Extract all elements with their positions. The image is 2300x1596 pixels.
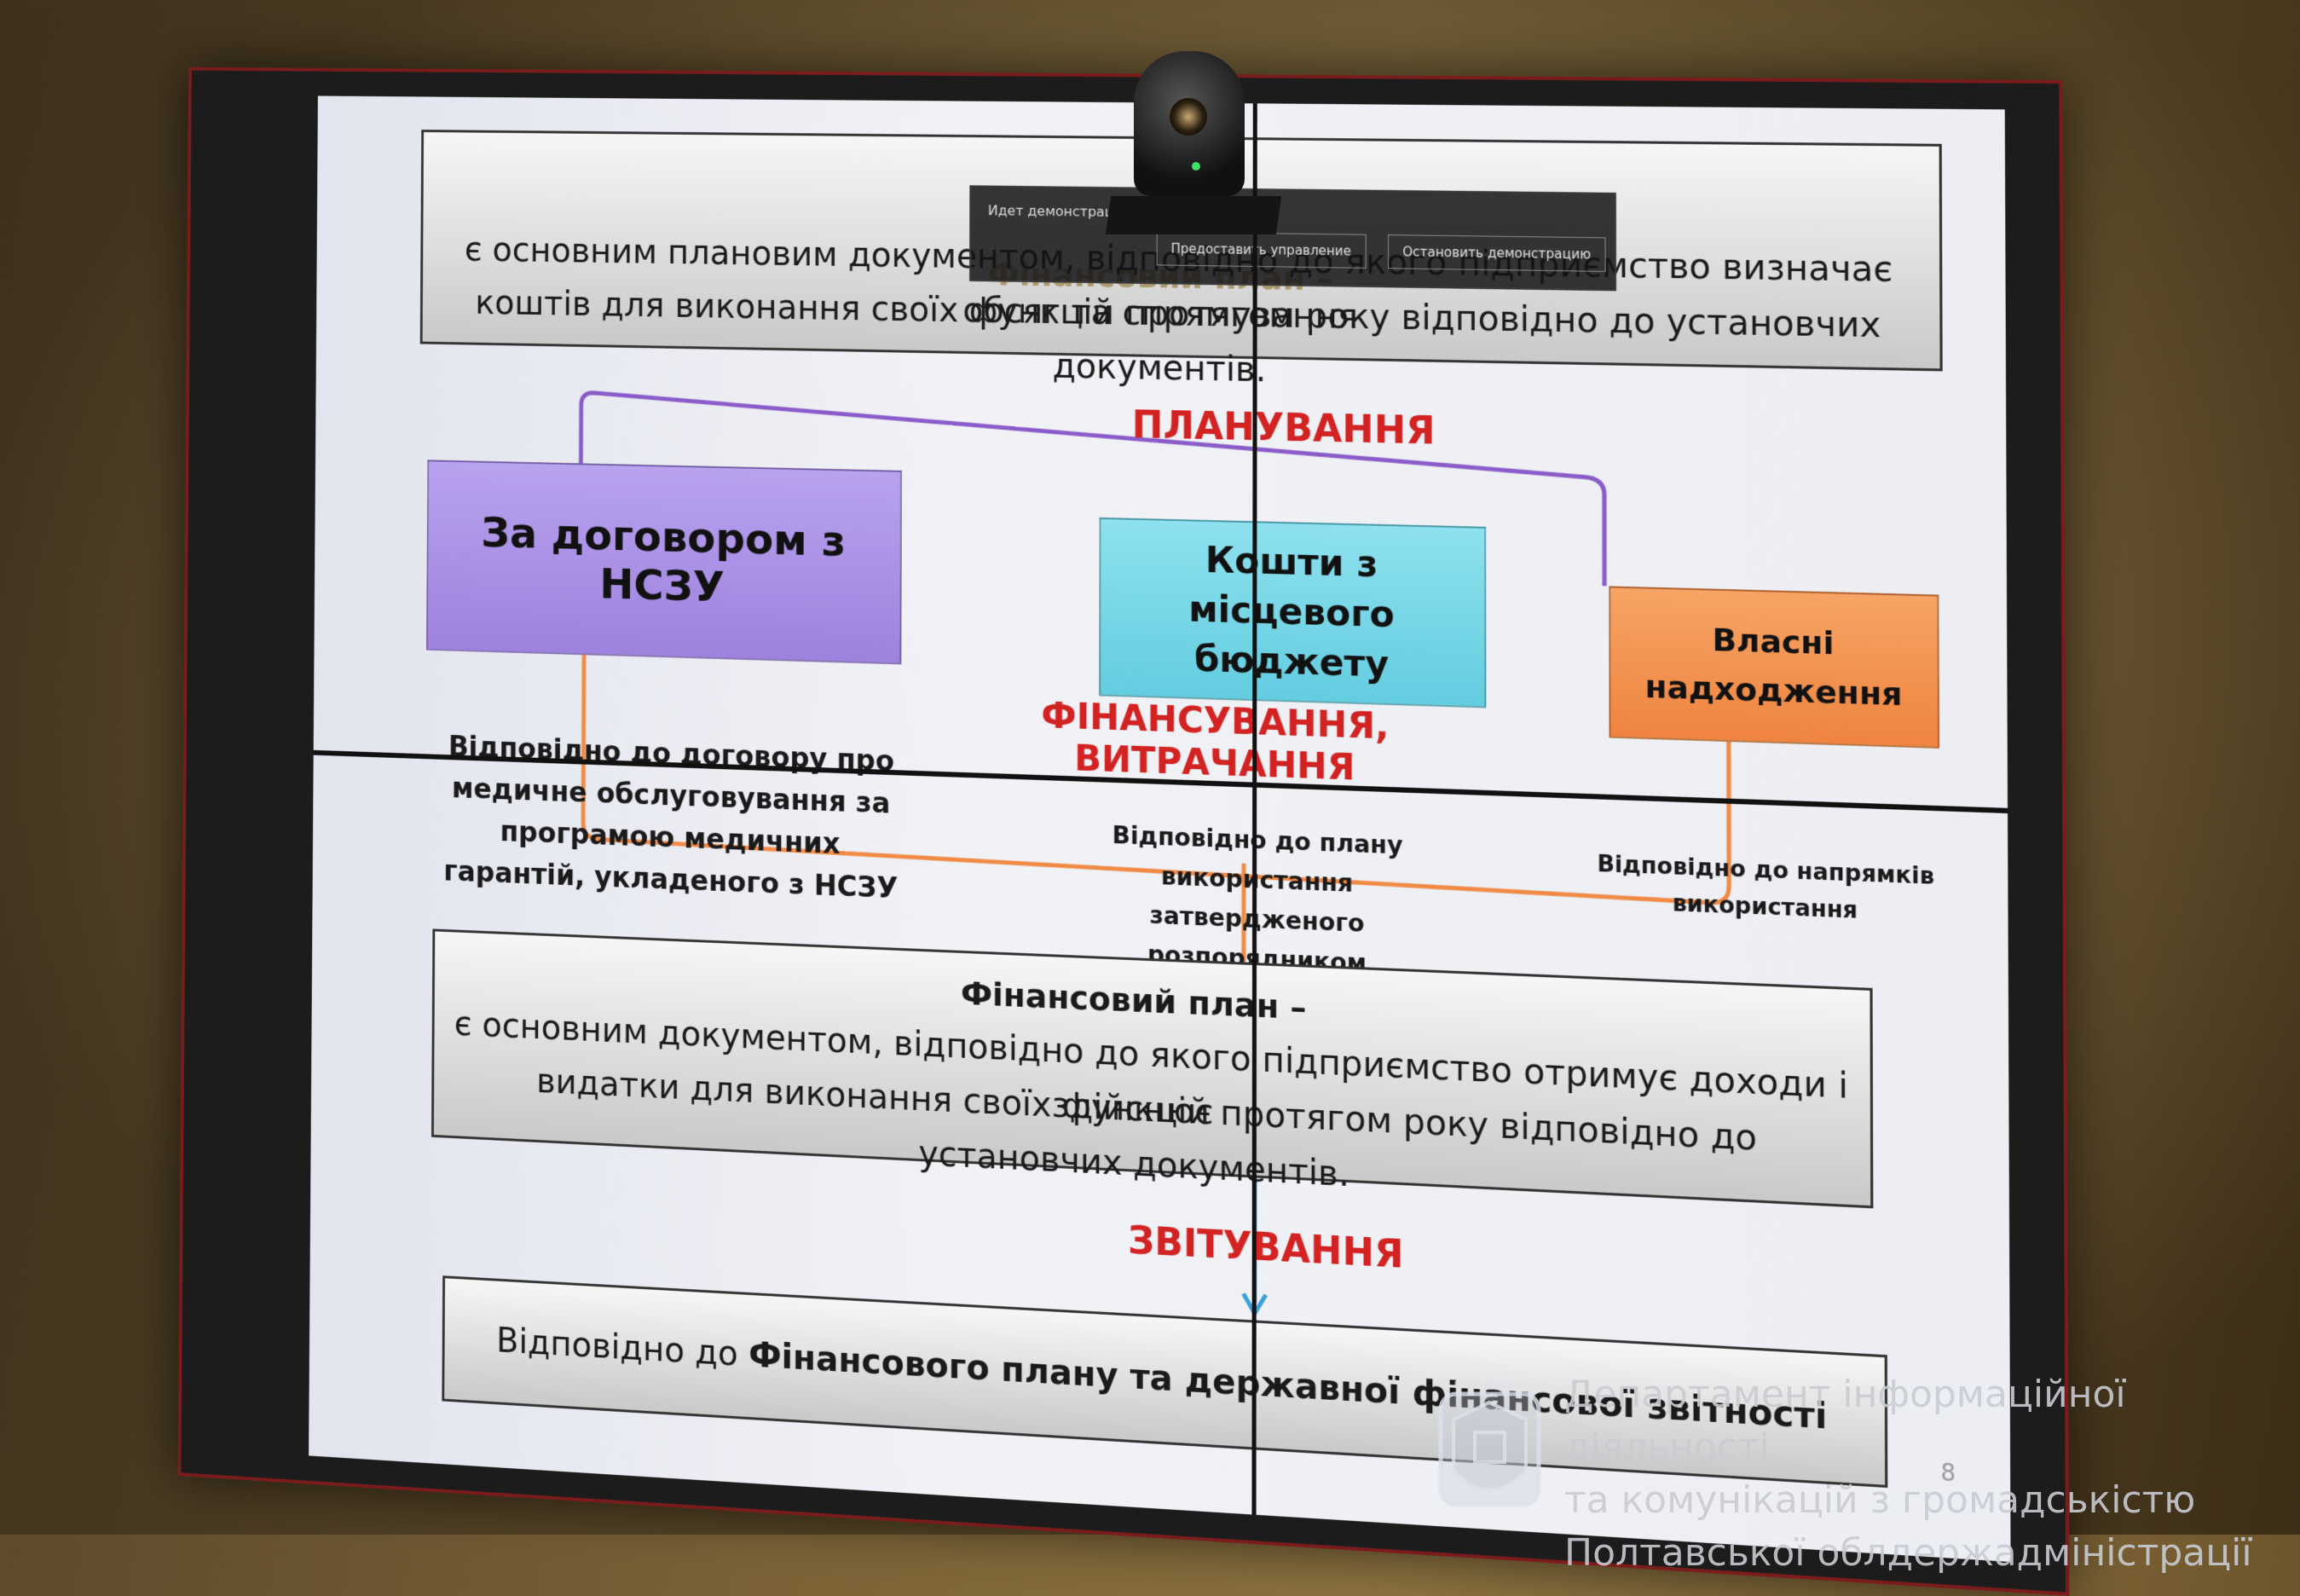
poltava-coat-of-arms-logo: ПОЛТАВЩИНА (1436, 1373, 1543, 1518)
caption-line-1: Департамент інформаційної діяльності (1564, 1368, 2300, 1474)
card-nszu-contract: За договором з НСЗУ (426, 460, 902, 664)
caption-line-2: та комунікацій з громадськістю (1564, 1474, 2300, 1527)
ptz-camera (1108, 51, 1270, 247)
presentation-slide: Фінансовий план – є основним плановим до… (309, 95, 2010, 1562)
note-own-revenue: Відповідно до напрямків використання (1587, 846, 1945, 933)
note-nszu: Відповідно до договору про медичне обслу… (441, 726, 901, 910)
camera-status-led (1192, 162, 1200, 171)
camera-lens (1170, 98, 1207, 136)
screen-share-toolbar: Идет демонстрация... Предоставить управл… (969, 185, 1616, 291)
logo-text: ПОЛТАВЩИНА (1453, 1379, 1525, 1391)
stop-sharing-button[interactable]: Остановить демонстрацию (1388, 234, 1606, 272)
watermark-caption: Департамент інформаційної діяльності та … (1564, 1368, 2300, 1580)
camera-mount (1106, 196, 1281, 234)
video-wall-monitor: Фінансовий план – є основним плановим до… (178, 67, 2070, 1596)
card-local-budget: Кошти з місцевого бюджету (1099, 518, 1486, 708)
caption-line-3: Полтавської облдержадміністрації (1564, 1527, 2300, 1580)
planning-label: ПЛАНУВАННЯ (1070, 402, 1500, 454)
bottom-box-prefix: Відповідно до (496, 1321, 738, 1374)
card-own-revenue: Власні надходження (1609, 586, 1939, 749)
